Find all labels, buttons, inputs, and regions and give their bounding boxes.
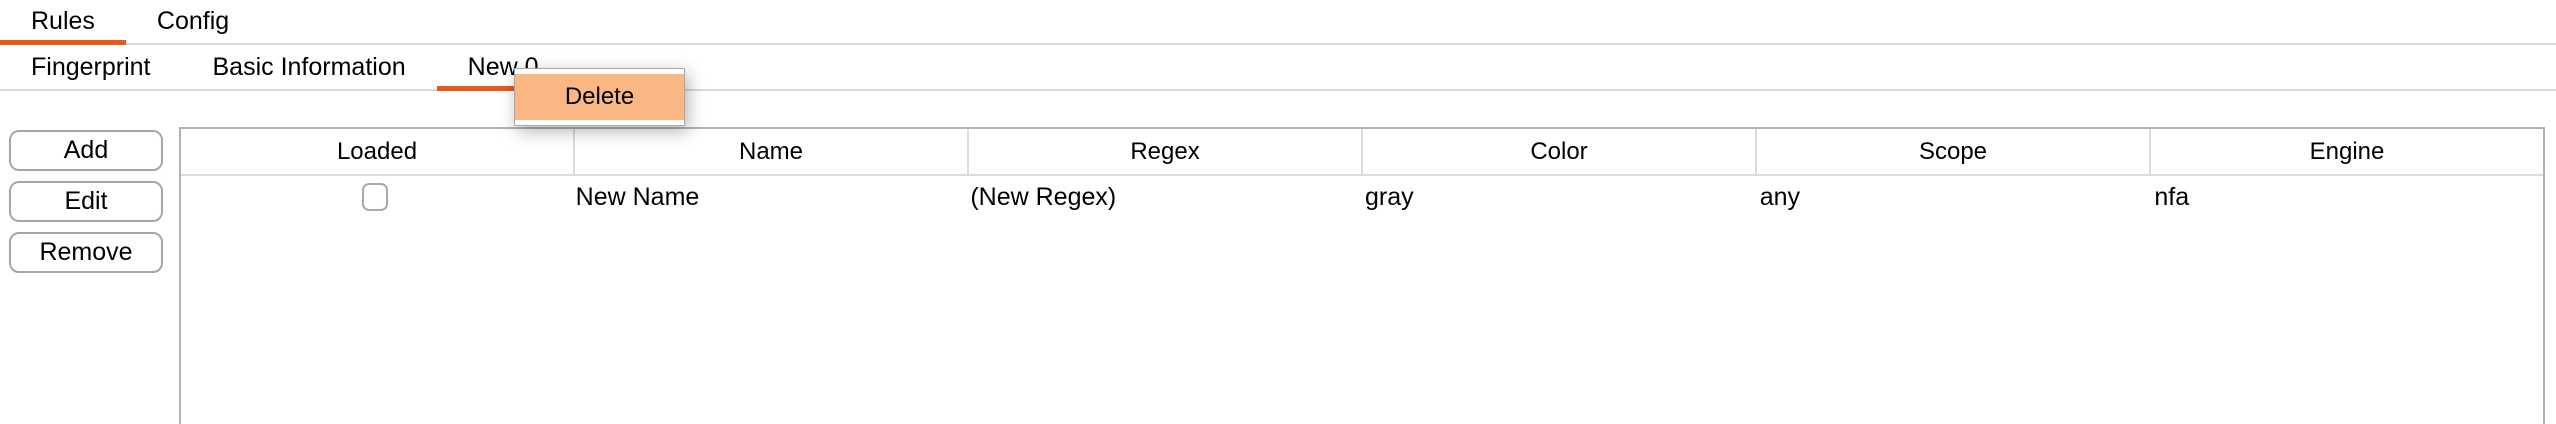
cell-name: New Name (575, 182, 700, 211)
column-header-loaded[interactable]: Loaded (181, 129, 575, 174)
column-header-scope[interactable]: Scope (1757, 129, 2151, 174)
action-button-group: Add Edit Remove (9, 130, 163, 273)
table-row[interactable]: New Name (New Regex) gray any nfa (181, 176, 2543, 218)
tab-config[interactable]: Config (126, 0, 260, 43)
active-tab-underline (0, 40, 126, 45)
tab-context-menu: Delete (514, 68, 685, 126)
tab-fingerprint[interactable]: Fingerprint (0, 45, 182, 89)
tab-config-label: Config (156, 7, 230, 35)
cell-engine: nfa (2154, 182, 2190, 211)
rules-table: Loaded Name Regex Color Scope Engine New… (179, 127, 2545, 424)
tab-rules-label: Rules (31, 7, 95, 35)
tab-rules[interactable]: Rules (0, 0, 126, 45)
tab-basic-information-label: Basic Information (212, 52, 406, 81)
loaded-checkbox[interactable] (362, 183, 389, 211)
primary-tab-bar: Rules Config (0, 0, 2556, 45)
remove-button[interactable]: Remove (9, 232, 163, 273)
column-header-color[interactable]: Color (1363, 129, 1757, 174)
tab-basic-information[interactable]: Basic Information (182, 45, 437, 89)
menu-item-delete-label: Delete (564, 83, 635, 110)
column-header-engine[interactable]: Engine (2309, 137, 2385, 165)
tab-fingerprint-label: Fingerprint (31, 52, 151, 81)
column-header-regex[interactable]: Regex (969, 129, 1363, 174)
cell-color: gray (1365, 182, 1414, 211)
cell-regex: (New Regex) (970, 182, 1117, 211)
column-header-name[interactable]: Name (575, 129, 969, 174)
add-button[interactable]: Add (9, 130, 163, 171)
menu-item-delete[interactable]: Delete (515, 74, 684, 120)
table-header-row: Loaded Name Regex Color Scope Engine (181, 129, 2543, 176)
edit-button[interactable]: Edit (9, 181, 163, 222)
secondary-tab-bar: Fingerprint Basic Information New 0 (0, 45, 2556, 91)
cell-loaded (181, 183, 570, 211)
active-tab-underline (436, 86, 570, 91)
cell-scope: any (1759, 182, 1800, 211)
